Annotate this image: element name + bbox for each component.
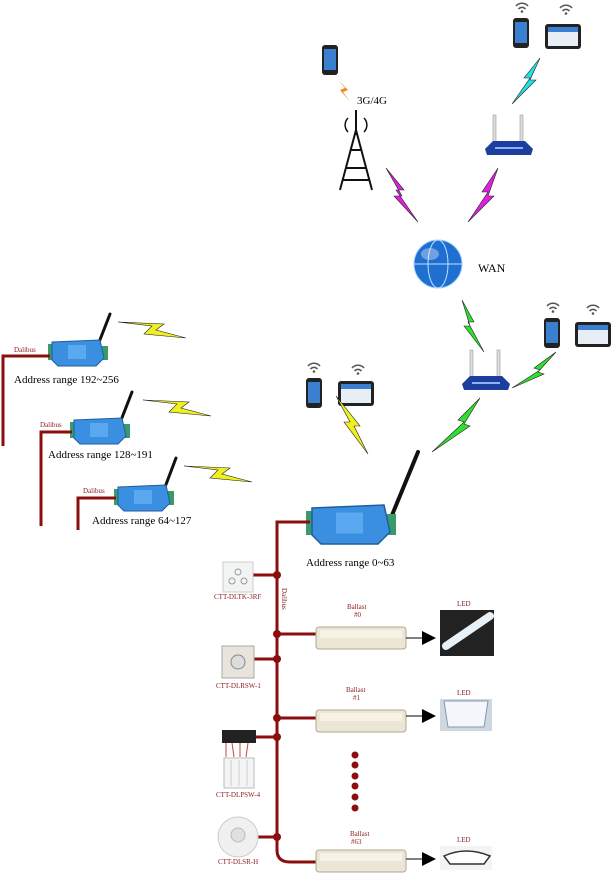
wifi-icon [546, 302, 560, 314]
switch-dlpsw-4[interactable] [222, 730, 256, 789]
led-downlight-icon [440, 846, 492, 870]
wifi-icon [351, 364, 365, 376]
led-panel-icon [440, 699, 492, 731]
switch-dlrsw-1[interactable] [221, 645, 255, 679]
tablet-top-right [545, 24, 581, 49]
bolt-yellow-1-icon [117, 321, 187, 339]
gateway-main-label: Address range 0~63 [306, 557, 395, 569]
ballast-0-number: #0 [354, 611, 362, 619]
gateway-3-label: Address range 64~127 [92, 515, 192, 527]
ballast-63-arrow [406, 852, 436, 866]
dalibus-line-1 [1, 354, 50, 446]
led-tube-icon [440, 610, 494, 656]
ballast-1 [315, 709, 407, 733]
sensor-dlsr-h[interactable] [217, 816, 259, 858]
bolt-magenta-2-icon [467, 167, 499, 223]
ballast-1-title: Ballast [346, 686, 365, 694]
bus-label-1: Dalibus [14, 346, 36, 354]
wan-label: WAN [478, 261, 506, 275]
phone-top-right [513, 18, 529, 48]
tablet-right [575, 322, 611, 347]
dalibus-line-3 [76, 496, 116, 530]
bolt-yellow-main-icon [335, 395, 369, 455]
wifi-icon [515, 2, 529, 14]
ballast-1-arrow [406, 709, 436, 723]
gateway-2[interactable] [69, 390, 134, 445]
ballast-1-number: #1 [353, 694, 361, 702]
wifi-icon [559, 4, 573, 16]
led-63-label: LED [457, 836, 471, 844]
led-1-label: LED [457, 689, 471, 697]
gateway-3[interactable] [113, 456, 178, 512]
bolt-cellular-icon [338, 80, 350, 102]
continuation-dots [351, 751, 359, 812]
cell-tower-icon [339, 110, 373, 191]
tablet-left [338, 381, 374, 406]
led-0-label: LED [457, 600, 471, 608]
phone-left [306, 378, 322, 408]
phone-right [544, 318, 560, 348]
sensor-label: CTT-DLSR-H [218, 858, 258, 866]
router-top [484, 114, 534, 156]
switch-dltk-3rf[interactable] [222, 561, 254, 593]
wifi-icon [307, 362, 321, 374]
phone-cellular [322, 45, 338, 75]
ballast-0 [315, 626, 407, 650]
bus-label-main: Dalibus [280, 588, 288, 610]
bus-label-3: Dalibus [83, 487, 105, 495]
gateway-2-label: Address range 128~191 [48, 449, 153, 461]
gateway-1[interactable] [47, 312, 112, 367]
bolt-yellow-2-icon [142, 399, 212, 417]
router-middle [461, 349, 511, 391]
switch-1-label: CTT-DLTK-3RF [214, 593, 261, 601]
wifi-icon [586, 304, 600, 316]
ballast-0-arrow [406, 631, 436, 645]
gateway-1-label: Address range 192~256 [14, 374, 119, 386]
ballast-63-title: Ballast [350, 830, 369, 838]
bolt-yellow-3-icon [183, 465, 253, 483]
bolt-magenta-1-icon [385, 167, 419, 223]
gateway-main[interactable] [305, 504, 397, 545]
ballast-63-number: #63 [351, 838, 362, 846]
bolt-green-2-icon [511, 351, 557, 389]
cellular-label: 3G/4G [357, 95, 387, 107]
switch-3-label: CTT-DLPSW-4 [216, 791, 261, 799]
switch-2-label: CTT-DLRSW-1 [216, 682, 261, 690]
dalibus-line-2 [39, 430, 72, 526]
bolt-green-1-icon [461, 299, 485, 353]
dalibus-main-line [252, 520, 318, 864]
antenna-icon [388, 450, 420, 522]
bolt-green-3-icon [431, 397, 481, 453]
bus-label-2: Dalibus [40, 421, 62, 429]
ballast-0-title: Ballast [347, 603, 366, 611]
globe-wan-icon [413, 239, 463, 289]
ballast-63 [315, 849, 407, 873]
bolt-cyan-icon [511, 57, 541, 105]
